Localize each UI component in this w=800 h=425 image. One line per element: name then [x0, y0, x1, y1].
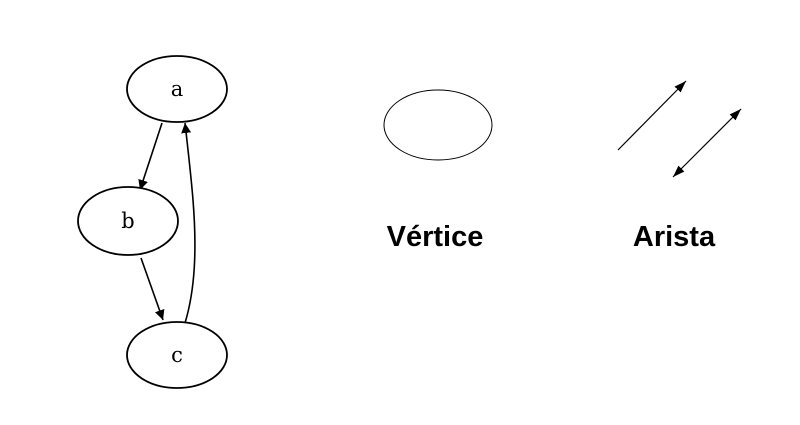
node-a-shape	[126, 55, 228, 123]
node-a-label: a	[171, 77, 184, 101]
node-c-shape	[126, 321, 228, 389]
legend-edge: Arista	[617, 80, 742, 253]
node-b-label: b	[121, 209, 134, 233]
node-c: c	[126, 321, 228, 389]
vertex-legend-label: Vértice	[387, 221, 484, 253]
edge-a-b	[138, 122, 163, 191]
graph-edges	[138, 122, 196, 324]
directed-edge-example	[617, 80, 687, 151]
edge-c-a	[181, 122, 196, 324]
node-a: a	[126, 55, 228, 123]
node-b-shape	[77, 186, 179, 256]
node-b: b	[77, 186, 179, 256]
bidirectional-edge-example	[672, 108, 742, 178]
edge-legend-label: Arista	[633, 221, 716, 253]
node-c-label: c	[171, 343, 183, 367]
legend-vertex: Vértice	[383, 89, 493, 253]
vertex-example-shape	[383, 89, 493, 161]
edge-b-c	[140, 257, 165, 321]
